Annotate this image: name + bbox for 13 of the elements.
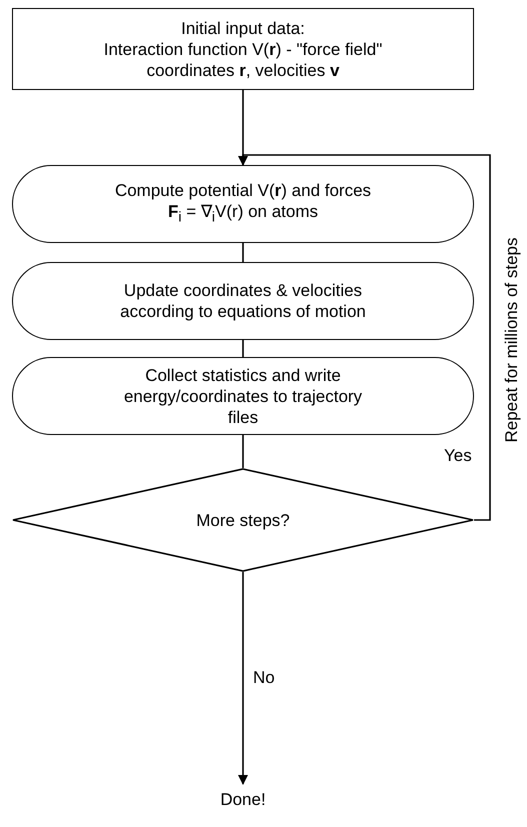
arrow: [238, 154, 491, 521]
box-heading: Initial input data:: [181, 18, 305, 38]
box-text: Compute potential V(r) and forces F$_{i}$ = ∇$_{i}$V(r) on atoms: [114, 180, 372, 228]
box-text: Interaction function V(r) - "force field" coordinates r, velocities v: [102, 38, 384, 80]
box-text: Collect statistics and write energy/coordinates to trajectory files: [122, 364, 364, 428]
connector-line: [242, 340, 244, 357]
connector-line: [242, 435, 244, 468]
end-text: Done!: [220, 788, 266, 810]
arrow: [238, 572, 248, 785]
connector-line: [242, 243, 244, 262]
box-text: Update coordinates & velocities according to equations of motion: [119, 280, 367, 322]
decision-text: More steps?: [196, 510, 290, 530]
process-box: [12, 8, 474, 90]
